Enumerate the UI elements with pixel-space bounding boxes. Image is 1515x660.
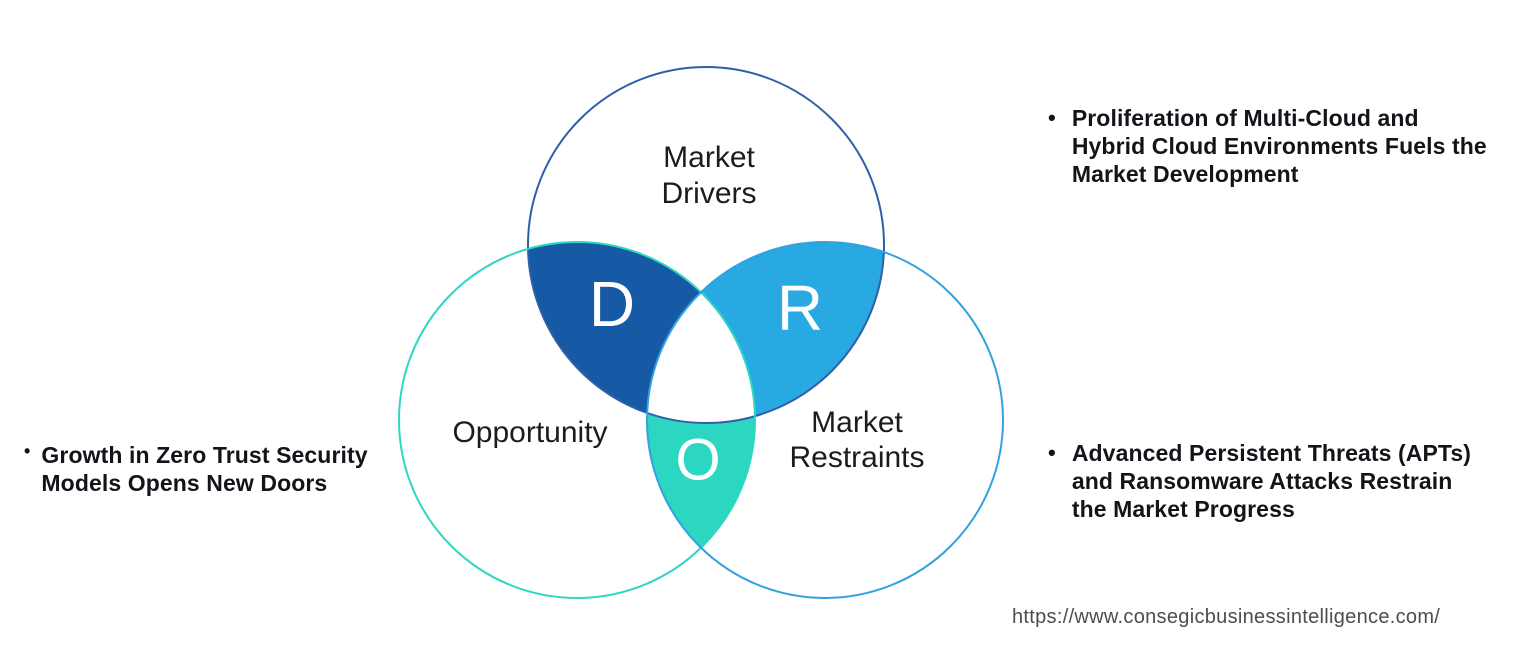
- note-driver-line1: Proliferation of Multi-Cloud and: [1071, 105, 1419, 131]
- note-driver: • Proliferation of Multi-Cloud and Hybri…: [1048, 104, 1487, 188]
- overlap-letter-d: D: [588, 268, 636, 340]
- restraints-circle-outline: [646, 241, 1004, 599]
- opportunity-set-label: Opportunity: [452, 416, 608, 449]
- note-restraint-text: Advanced Persistent Threats (APTs) and R…: [1072, 439, 1471, 523]
- note-restraint-line2: and Ransomware Attacks Restrain: [1071, 468, 1453, 494]
- bullet-icon: •: [1048, 105, 1056, 130]
- drivers-circle-outline: [527, 66, 885, 424]
- note-driver-line3: Market Development: [1071, 161, 1299, 187]
- note-driver-line2: Hybrid Cloud Environments Fuels the: [1071, 133, 1487, 159]
- note-restraint-line1: Advanced Persistent Threats (APTs): [1071, 440, 1472, 466]
- restraints-set-label-line2: Restraints: [789, 441, 925, 474]
- bullet-icon: •: [24, 441, 31, 461]
- opportunity-circle-outline: [398, 241, 756, 599]
- note-opportunity: • Growth in Zero Trust Security Models O…: [24, 441, 368, 497]
- note-opportunity-line1: Growth in Zero Trust Security: [41, 442, 368, 468]
- restraints-set-label: Market Restraints: [757, 405, 957, 475]
- drivers-set-label-line2: Drivers: [661, 177, 757, 210]
- note-opportunity-line2: Models Opens New Doors: [41, 470, 328, 496]
- note-driver-text: Proliferation of Multi-Cloud and Hybrid …: [1072, 104, 1487, 188]
- drivers-set-label: Market Drivers: [609, 140, 809, 212]
- overlap-letter-o: O: [675, 427, 721, 493]
- source-url: https://www.consegicbusinessintelligence…: [1012, 606, 1441, 628]
- drivers-set-label-line1: Market: [663, 141, 755, 174]
- note-restraint-line3: the Market Progress: [1071, 496, 1295, 522]
- note-restraint: • Advanced Persistent Threats (APTs) and…: [1048, 439, 1471, 523]
- note-opportunity-text: Growth in Zero Trust Security Models Ope…: [41, 441, 367, 497]
- bullet-icon: •: [1048, 440, 1056, 465]
- restraints-set-label-line1: Market: [811, 406, 903, 439]
- overlap-letter-r: R: [776, 272, 824, 344]
